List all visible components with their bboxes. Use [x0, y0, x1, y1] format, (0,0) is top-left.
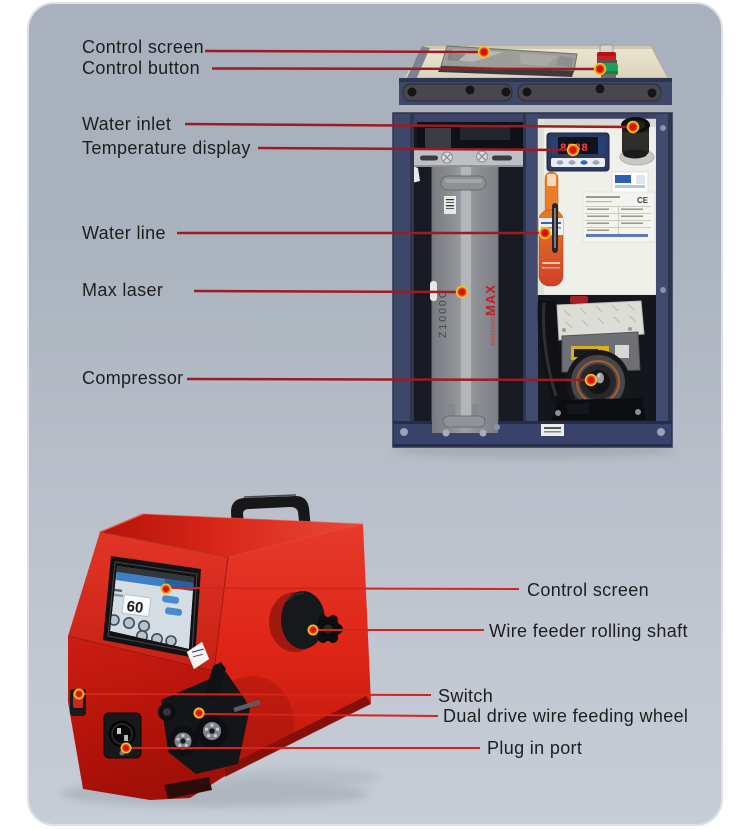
- svg-text:Switch: Switch: [438, 686, 493, 706]
- svg-text:Plug in port: Plug in port: [487, 738, 582, 758]
- svg-text:Water line: Water line: [82, 223, 166, 243]
- svg-text:Control screen: Control screen: [527, 580, 649, 600]
- svg-text:Compressor: Compressor: [82, 368, 184, 388]
- svg-text:Max laser: Max laser: [82, 280, 163, 300]
- svg-text:Temperature display: Temperature display: [82, 138, 251, 158]
- svg-text:Wire feeder rolling shaft: Wire feeder rolling shaft: [489, 621, 688, 641]
- svg-text:60: 60: [126, 598, 145, 617]
- svg-text:PHOTONICS: PHOTONICS: [491, 311, 497, 345]
- svg-text:Water inlet: Water inlet: [82, 114, 171, 134]
- svg-text:Z1000C: Z1000C: [437, 289, 449, 338]
- svg-text:Dual drive wire feeding wheel: Dual drive wire feeding wheel: [443, 706, 688, 726]
- svg-text:Control button: Control button: [82, 58, 200, 78]
- svg-text:CE: CE: [637, 196, 649, 205]
- svg-text:MAX: MAX: [483, 284, 498, 316]
- svg-text:Control screen: Control screen: [82, 37, 204, 57]
